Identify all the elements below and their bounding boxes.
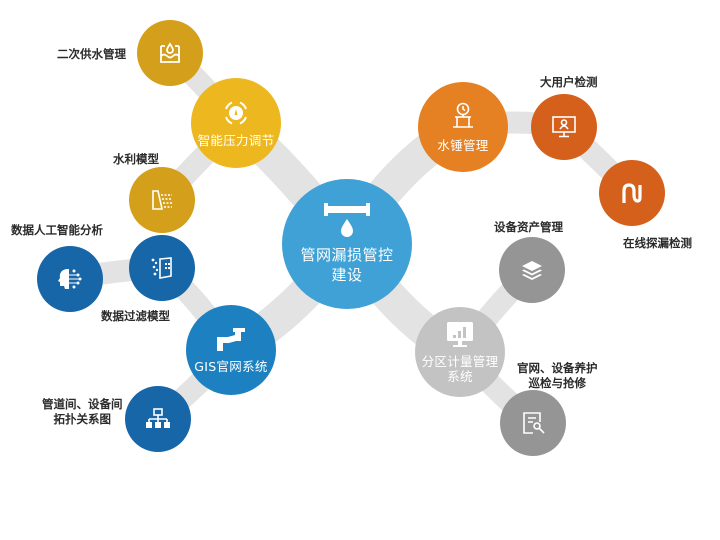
chart-monitor-icon (444, 320, 476, 350)
ai-head-icon (57, 267, 83, 291)
node-asset-management[interactable] (499, 237, 565, 303)
node-dma-system[interactable]: 分区计量管理 系统 (415, 307, 505, 397)
label-asset-management: 设备资产管理 (494, 220, 563, 234)
water-hammer-icon (448, 102, 478, 132)
pressure-gauge-icon (222, 99, 250, 127)
label-maintenance: 官网、设备养护 巡检与抢修 (517, 361, 598, 391)
pipe-network-icon (215, 327, 247, 353)
node-label-line1: 分区计量管理 (421, 354, 499, 369)
node-gis-system[interactable]: GIS官网系统 (186, 305, 276, 395)
label-topology: 管道间、设备间 拓扑关系图 (42, 397, 123, 427)
node-label: GIS官网系统 (194, 358, 268, 374)
topology-icon (145, 408, 171, 430)
label-topology-line1: 管道间、设备间 (42, 397, 123, 411)
center-label-line1: 管网漏损管控 (300, 246, 394, 264)
node-maintenance[interactable] (500, 390, 566, 456)
node-ai-analysis[interactable] (37, 246, 103, 312)
water-tank-icon (158, 42, 182, 64)
label-hydraulic-model: 水利模型 (113, 152, 159, 166)
label-data-filter: 数据过滤模型 (101, 309, 170, 323)
node-water-hammer[interactable]: 水锤管理 (418, 82, 508, 172)
pipe-drip-icon (322, 203, 372, 237)
node-label-line2: 系统 (447, 369, 473, 384)
maintenance-icon (520, 410, 546, 436)
dam-model-icon (150, 189, 174, 211)
node-hydraulic-model[interactable] (129, 167, 195, 233)
node-data-filter[interactable] (129, 235, 195, 301)
label-maintenance-line1: 官网、设备养护 (517, 361, 598, 375)
label-topology-line2: 拓扑关系图 (53, 412, 112, 426)
node-topology[interactable] (125, 386, 191, 452)
label-ai-analysis: 数据人工智能分析 (11, 223, 103, 237)
user-monitor-icon (551, 115, 577, 139)
label-large-user-detect: 大用户检测 (540, 75, 598, 89)
node-online-leak-detect[interactable] (599, 160, 665, 226)
node-secondary-water[interactable] (137, 20, 203, 86)
node-large-user-detect[interactable] (531, 94, 597, 160)
layers-icon (520, 259, 544, 281)
center-node[interactable]: 管网漏损管控 建设 (282, 179, 412, 309)
label-online-leak-detect: 在线探漏检测 (623, 236, 692, 250)
node-label: 智能压力调节 (197, 132, 275, 148)
node-label: 水锤管理 (437, 137, 489, 153)
label-maintenance-line2: 巡检与抢修 (528, 376, 587, 390)
label-secondary-water: 二次供水管理 (57, 47, 126, 61)
center-label-line2: 建设 (331, 266, 363, 284)
node-smart-pressure[interactable]: 智能压力调节 (191, 78, 281, 168)
pipe-leak-icon (620, 181, 644, 205)
data-filter-icon (150, 256, 174, 280)
